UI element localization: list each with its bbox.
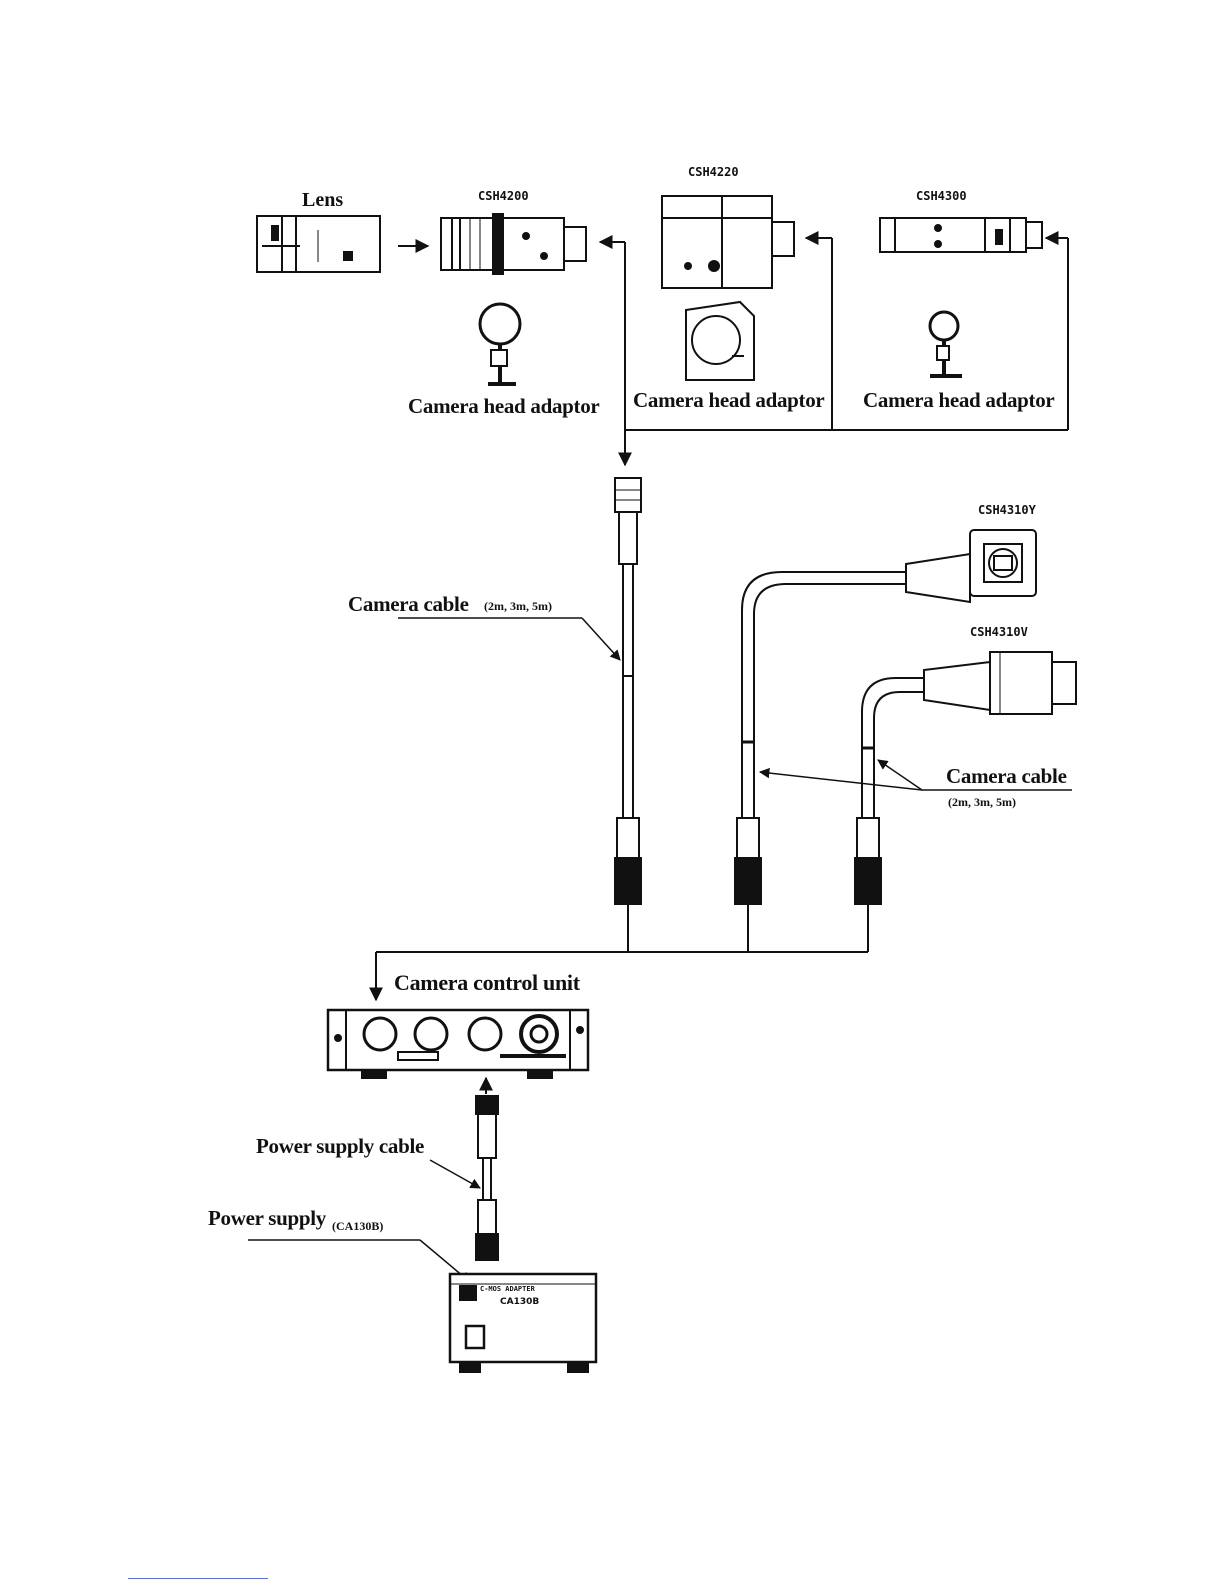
lens-label: Lens bbox=[302, 190, 343, 210]
csh4300-label: CSH4300 bbox=[916, 190, 967, 202]
camera-head-adaptor-2-label: Camera head adaptor bbox=[633, 390, 824, 411]
camera-cable-left-length: (2m, 3m, 5m) bbox=[484, 600, 552, 612]
lens-device bbox=[257, 216, 380, 272]
csh4300-camera bbox=[880, 218, 1042, 252]
power-supply-cable bbox=[430, 1096, 498, 1260]
csh4200-camera bbox=[441, 214, 586, 274]
camera-head-adaptor-2 bbox=[686, 302, 754, 380]
camera-cable-right-length: (2m, 3m, 5m) bbox=[948, 796, 1016, 808]
power-supply-cable-label: Power supply cable bbox=[256, 1136, 424, 1157]
power-supply-brand-plate: C-MOS ADAPTER bbox=[480, 1286, 535, 1293]
camera-head-adaptor-1 bbox=[480, 304, 520, 384]
csh4220-camera bbox=[662, 196, 794, 288]
csh4310y-camera bbox=[970, 530, 1036, 596]
footnote-rule bbox=[128, 1578, 268, 1579]
csh4310y-label: CSH4310Y bbox=[978, 504, 1036, 516]
camera-cable-middle bbox=[735, 554, 970, 930]
camera-cable-left-label: Camera cable bbox=[348, 594, 469, 615]
power-supply-label: Power supply bbox=[208, 1208, 326, 1229]
csh4310v-camera bbox=[990, 652, 1076, 714]
camera-head-adaptor-3-label: Camera head adaptor bbox=[863, 390, 1054, 411]
power-supply-model-plate: CA130B bbox=[500, 1298, 539, 1307]
camera-cable-left bbox=[615, 478, 641, 930]
camera-cable-right-label: Camera cable bbox=[946, 766, 1067, 787]
csh4200-label: CSH4200 bbox=[478, 190, 529, 202]
camera-head-adaptor-1-label: Camera head adaptor bbox=[408, 396, 599, 417]
camera-control-unit bbox=[328, 1010, 588, 1078]
camera-control-unit-label: Camera control unit bbox=[394, 972, 580, 994]
csh4220-label: CSH4220 bbox=[688, 166, 739, 178]
csh4310v-label: CSH4310V bbox=[970, 626, 1028, 638]
camera-head-adaptor-3 bbox=[930, 312, 962, 376]
power-supply-model-label: (CA130B) bbox=[332, 1220, 383, 1232]
